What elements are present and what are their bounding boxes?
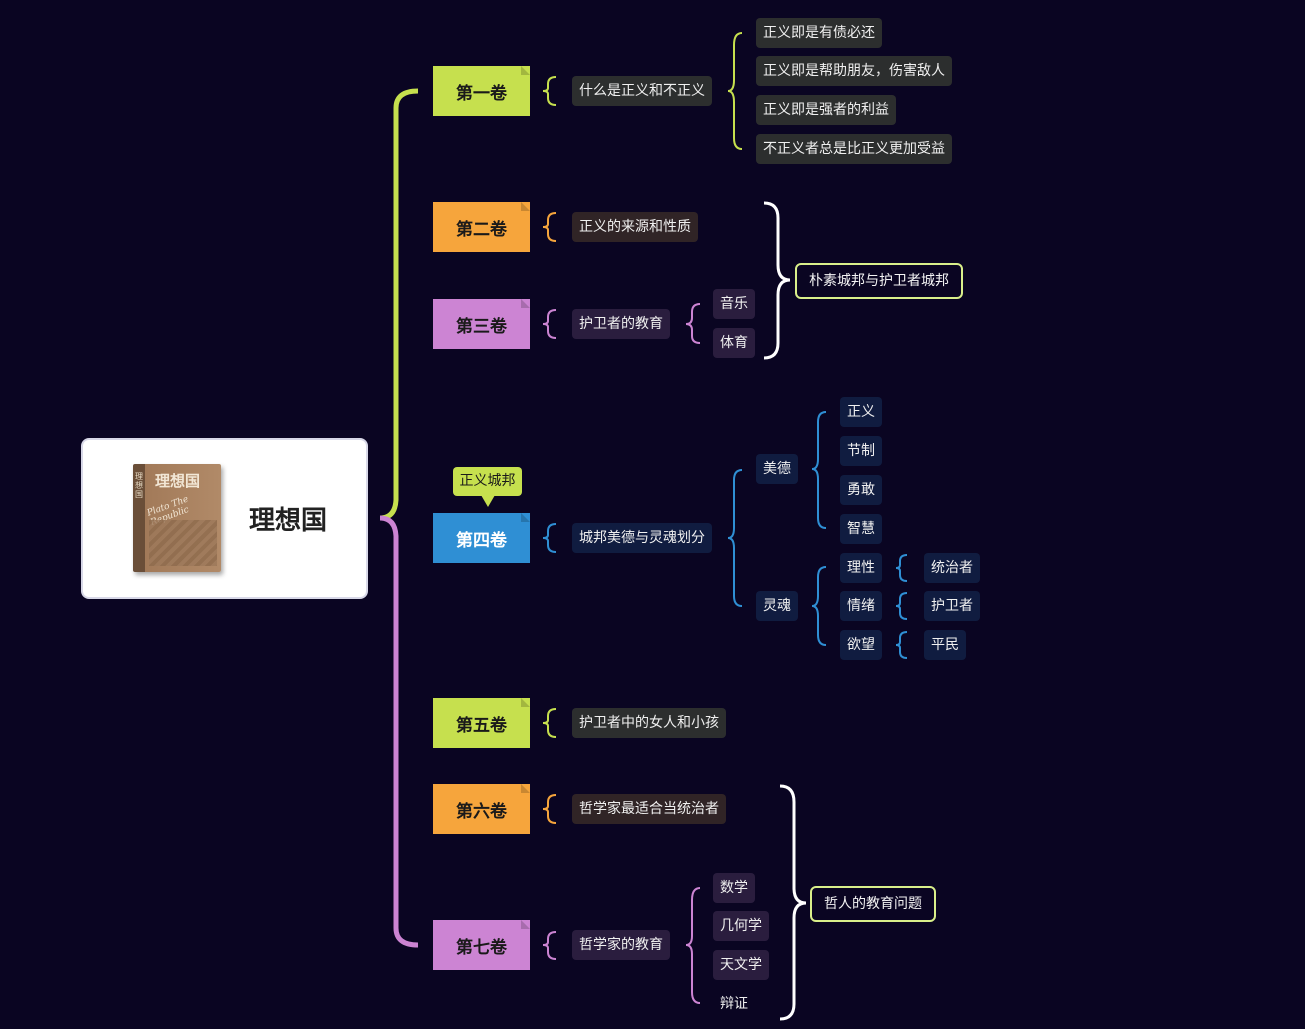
soul-part[interactable]: 欲望 [840, 630, 882, 660]
subtopic-node[interactable]: 辩证 [720, 996, 748, 1012]
book-spine-text: 理想国 [135, 472, 143, 499]
subtopic-node[interactable]: 几何学 [713, 911, 769, 941]
topic-node[interactable]: 什么是正义和不正义 [572, 76, 712, 106]
fold-corner [521, 920, 530, 929]
volume-label: 第一卷 [456, 83, 507, 104]
virtue-item[interactable]: 正义 [840, 397, 882, 427]
book-cover-image: 理想国 理想国 Plato The Republic [133, 464, 221, 572]
fold-corner [521, 784, 530, 793]
virtue-item[interactable]: 智慧 [840, 514, 882, 544]
volume-label: 第七卷 [456, 937, 507, 958]
soul-node[interactable]: 灵魂 [756, 591, 798, 621]
fold-corner [521, 698, 530, 707]
subtopic-node[interactable]: 正义即是帮助朋友，伤害敌人 [756, 56, 952, 86]
topic-node[interactable]: 哲学家最适合当统治者 [572, 794, 726, 824]
summary-node[interactable]: 朴素城邦与护卫者城邦 [795, 263, 963, 299]
subtopic-node[interactable]: 体育 [713, 328, 755, 358]
class-node[interactable]: 平民 [924, 630, 966, 660]
volume-2-node[interactable]: 第二卷 [433, 202, 530, 252]
virtue-item[interactable]: 勇敢 [840, 475, 882, 505]
callout-text: 正义城邦 [459, 473, 516, 489]
volume-label: 第三卷 [456, 316, 507, 337]
class-node[interactable]: 统治者 [924, 553, 980, 583]
subtopic-node[interactable]: 天文学 [713, 950, 769, 980]
volume-1-node[interactable]: 第一卷 [433, 66, 530, 116]
volume-4-node[interactable]: 第四卷 [433, 513, 530, 563]
volume-3-node[interactable]: 第三卷 [433, 299, 530, 349]
topic-node[interactable]: 护卫者中的女人和小孩 [572, 708, 726, 738]
book-cover-art [149, 520, 217, 566]
soul-part[interactable]: 情绪 [840, 591, 882, 621]
topic-node[interactable]: 城邦美德与灵魂划分 [572, 523, 712, 553]
fold-corner [521, 202, 530, 211]
topic-node[interactable]: 护卫者的教育 [572, 309, 670, 339]
subtopic-node[interactable]: 不正义者总是比正义更加受益 [756, 134, 952, 164]
callout-label[interactable]: 正义城邦 [453, 467, 522, 507]
volume-label: 第二卷 [456, 219, 507, 240]
subtopic-node[interactable]: 音乐 [713, 289, 755, 319]
soul-part[interactable]: 理性 [840, 553, 882, 583]
volume-5-node[interactable]: 第五卷 [433, 698, 530, 748]
fold-corner [521, 66, 530, 75]
fold-corner [521, 299, 530, 308]
fold-corner [521, 513, 530, 522]
virtue-node[interactable]: 美德 [756, 454, 798, 484]
callout-tail [481, 495, 495, 507]
subtopic-node[interactable]: 正义即是有债必还 [756, 18, 882, 48]
virtue-item[interactable]: 节制 [840, 436, 882, 466]
class-node[interactable]: 护卫者 [924, 591, 980, 621]
volume-label: 第五卷 [456, 715, 507, 736]
topic-node[interactable]: 哲学家的教育 [572, 930, 670, 960]
volume-6-node[interactable]: 第六卷 [433, 784, 530, 834]
root-title: 理想国 [249, 506, 328, 536]
topic-node[interactable]: 正义的来源和性质 [572, 212, 698, 242]
volume-label: 第四卷 [456, 530, 507, 551]
book-cover-title: 理想国 [155, 472, 201, 490]
volume-label: 第六卷 [456, 801, 507, 822]
subtopic-node[interactable]: 数学 [713, 873, 755, 903]
root-node[interactable]: 理想国 理想国 Plato The Republic 理想国 [83, 440, 366, 597]
subtopic-node[interactable]: 正义即是强者的利益 [756, 95, 896, 125]
volume-7-node[interactable]: 第七卷 [433, 920, 530, 970]
summary-node[interactable]: 哲人的教育问题 [810, 886, 936, 922]
